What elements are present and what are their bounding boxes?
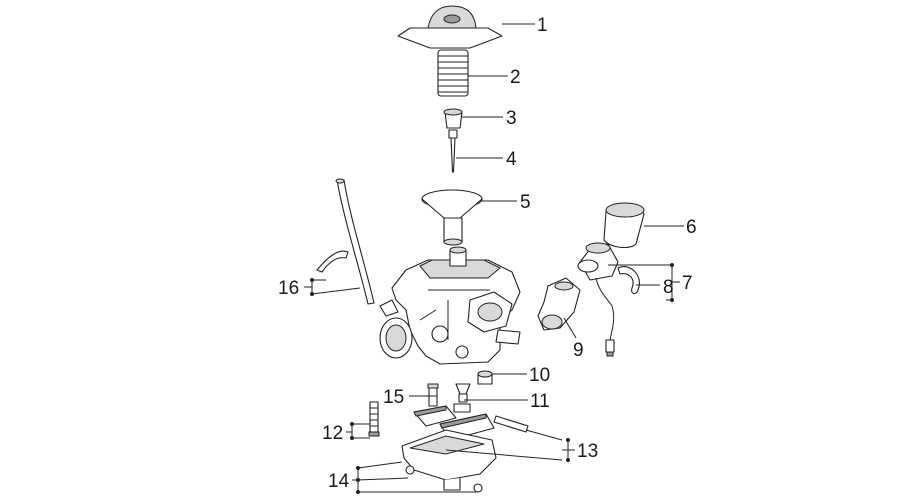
callout-14: 14 [328, 471, 350, 492]
part-12-idle-screw [368, 401, 380, 437]
callout-8: 8 [663, 277, 674, 298]
callout-11: 11 [530, 391, 550, 412]
part-8-clip [617, 266, 640, 295]
part-6-cover [603, 202, 645, 249]
callout-5: 5 [520, 192, 531, 213]
callout-7: 7 [682, 273, 693, 294]
callout-4: 4 [506, 149, 517, 170]
callout-13: 13 [577, 441, 598, 462]
callout-3: 3 [506, 108, 517, 129]
part-3-retainer [443, 108, 463, 129]
part-2-spring [437, 49, 469, 97]
carburetor-body [379, 246, 521, 365]
part-13-float [413, 403, 529, 441]
callout-10: 10 [529, 365, 550, 386]
callout-12: 12 [322, 423, 343, 444]
part-14-float-bowl [401, 429, 497, 493]
part-16-vent-tube [316, 178, 375, 305]
part-1-cap [397, 5, 503, 49]
part-7-auto-choke [577, 242, 619, 357]
callout-labels: 1 2 3 4 5 6 7 8 9 10 11 12 13 14 15 16 [278, 15, 697, 492]
part-4-needle [448, 129, 458, 173]
callout-15: 15 [383, 387, 404, 408]
callout-9: 9 [573, 340, 584, 361]
part-15-jet [427, 383, 439, 407]
callout-2: 2 [510, 67, 521, 88]
callout-6: 6 [686, 217, 697, 238]
callout-1: 1 [537, 15, 548, 36]
part-9-intake-manifold [537, 277, 581, 331]
part-5-slide-piston [421, 189, 483, 246]
callout-16: 16 [278, 278, 299, 299]
leader-lines [304, 23, 684, 494]
part-10-plug [477, 370, 493, 385]
part-11-float-valve [455, 383, 471, 403]
